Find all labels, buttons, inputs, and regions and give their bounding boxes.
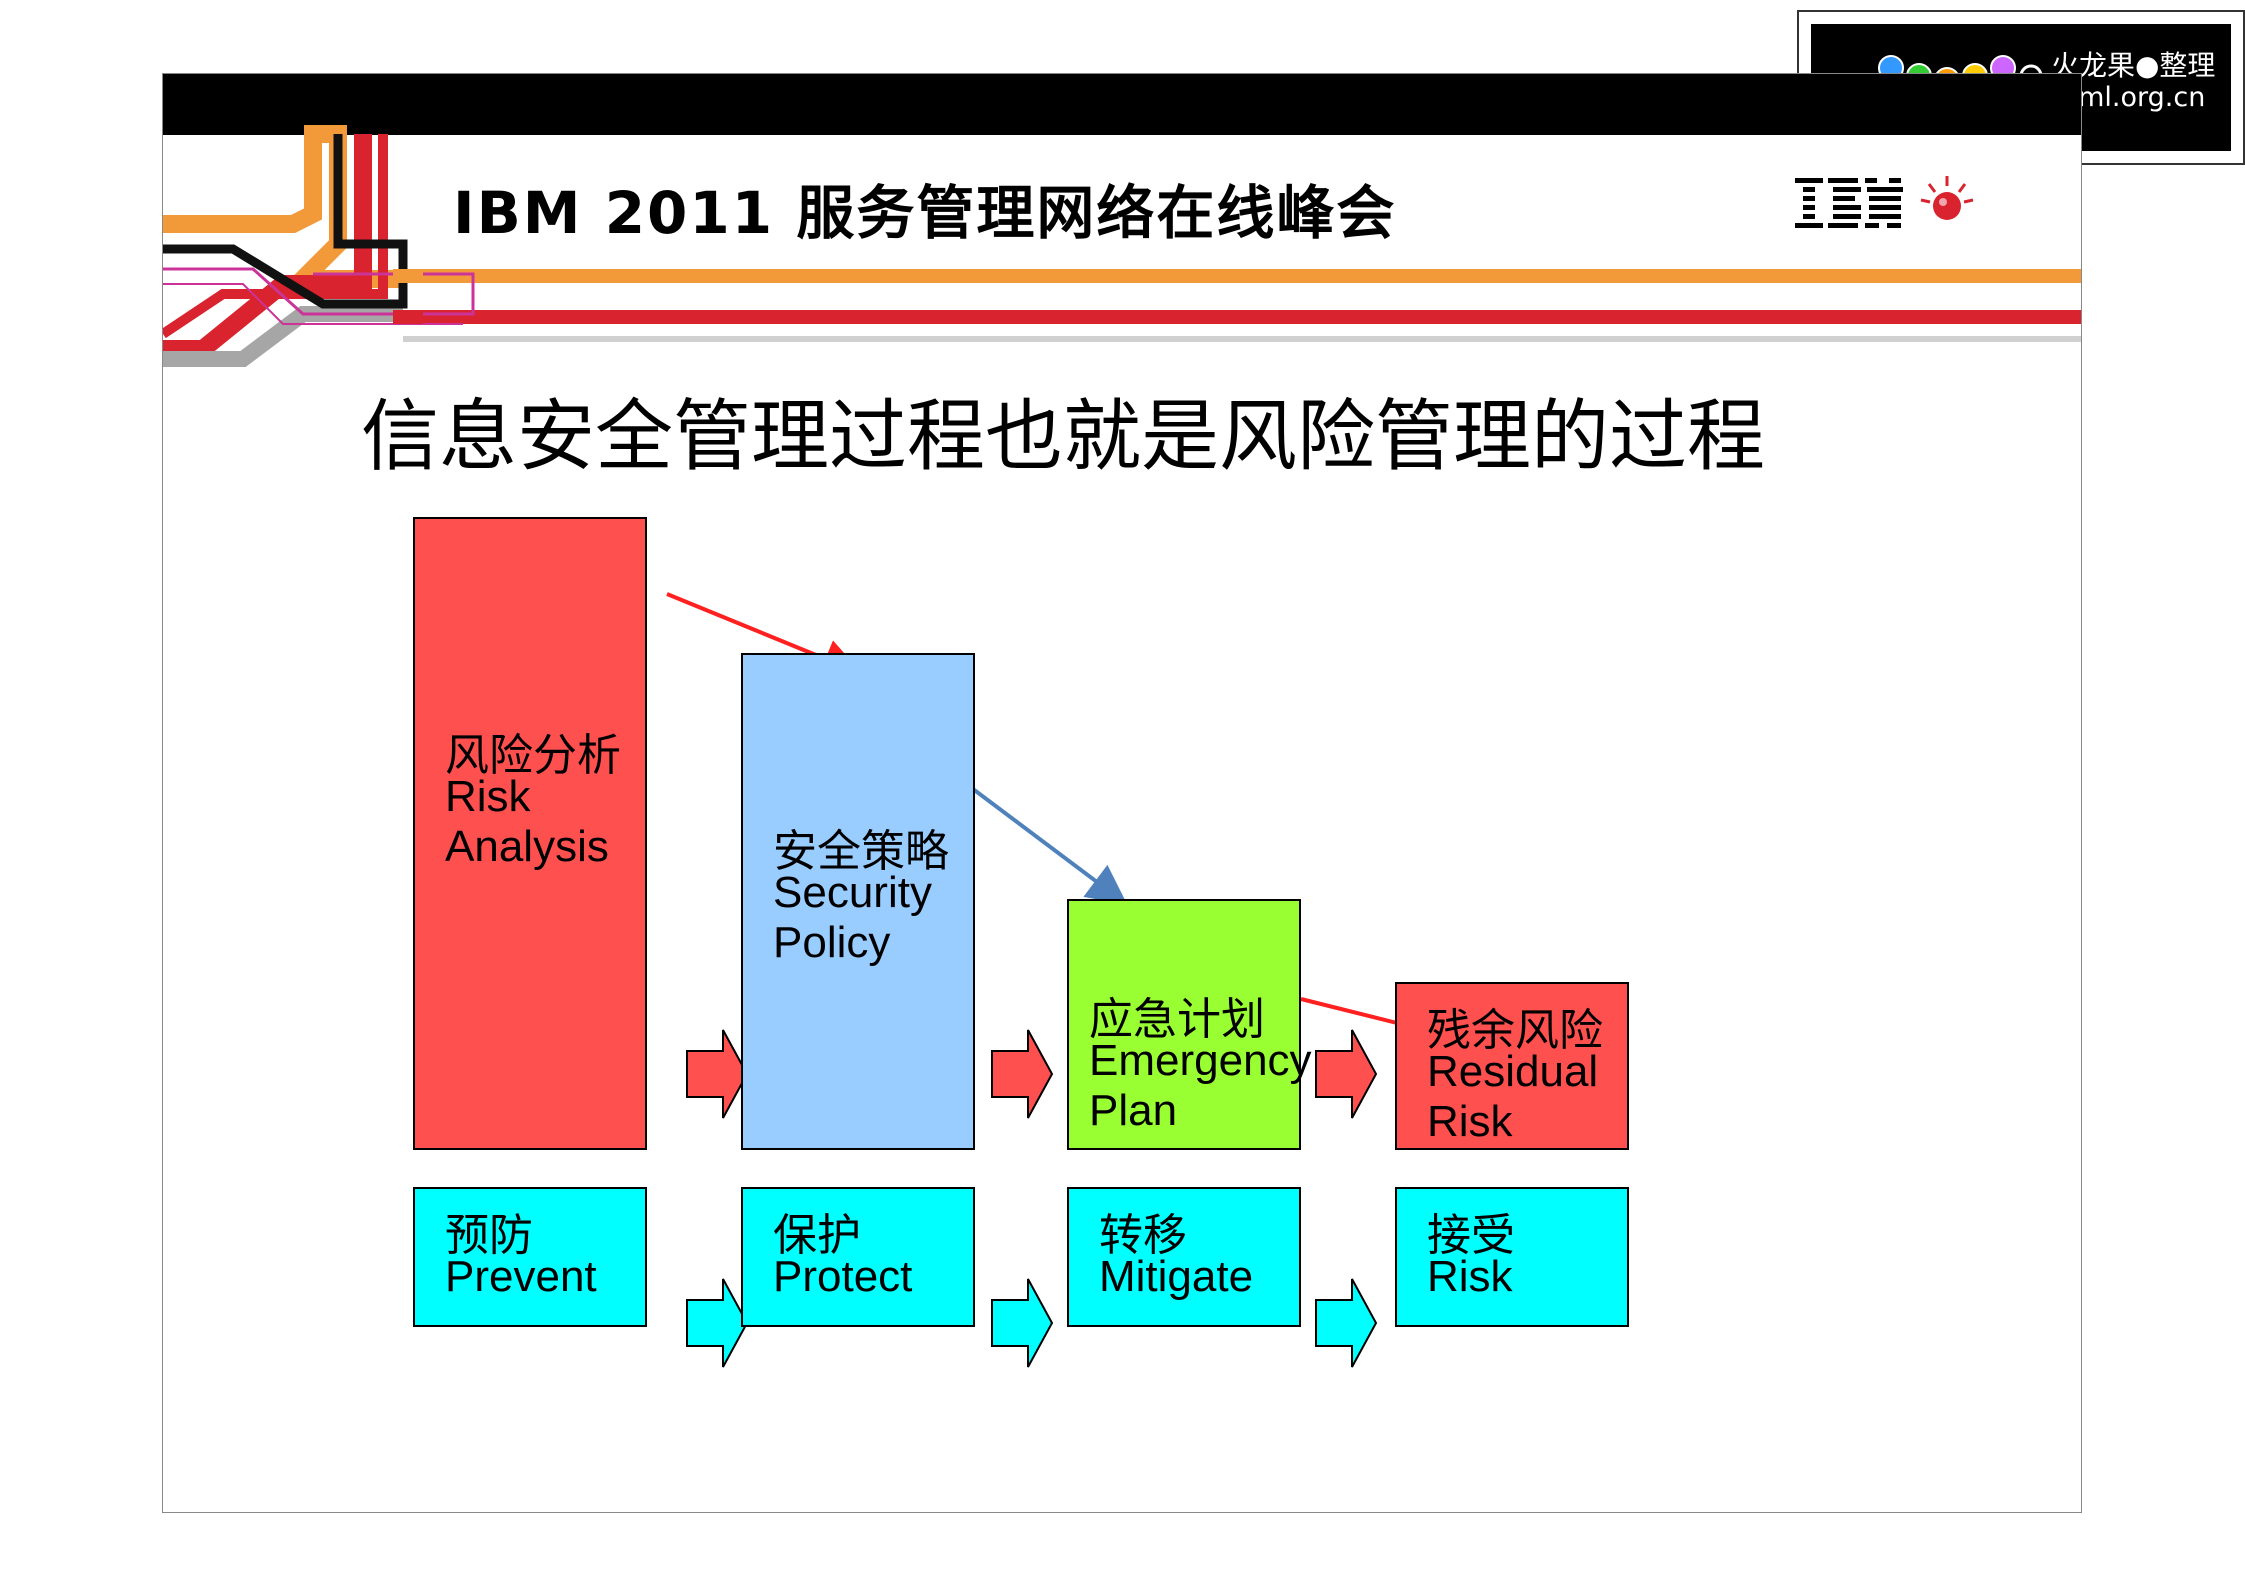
action-box-accept-risk: 接受 Risk xyxy=(1395,1187,1629,1327)
header-stripes-graphic xyxy=(163,125,2081,367)
block-arrow-cyan-2 xyxy=(991,1278,1054,1368)
action-label-en: Protect xyxy=(773,1252,913,1301)
block-arrow-cyan-3 xyxy=(1315,1278,1378,1368)
process-box-risk-analysis: 风险分析 Risk Analysis xyxy=(413,517,647,1150)
process-label-en: Security xyxy=(773,868,932,917)
process-label-en: Plan xyxy=(1089,1086,1178,1135)
process-label-en: Residual xyxy=(1427,1047,1599,1096)
slide-title: 信息安全管理过程也就是风险管理的过程 xyxy=(360,392,1765,482)
connector-policy-to-emergency xyxy=(959,778,1128,905)
action-label-zh: 转移 xyxy=(1099,1210,1187,1261)
action-label-zh: 接受 xyxy=(1427,1210,1515,1261)
process-label-zh: 应急计划 xyxy=(1089,994,1265,1045)
process-box-residual-risk: 残余风险 Residual Risk xyxy=(1395,982,1629,1150)
action-box-prevent: 预防 Prevent xyxy=(413,1187,647,1327)
process-box-emergency-plan: 应急计划 Emergency Plan xyxy=(1067,899,1312,1150)
action-label-en: Prevent xyxy=(445,1252,597,1301)
smarter-planet-icon xyxy=(1920,176,1974,220)
process-label-zh: 安全策略 xyxy=(773,826,949,877)
block-arrow-red-3 xyxy=(1315,1029,1378,1119)
action-box-mitigate: 转移 Mitigate xyxy=(1067,1187,1301,1327)
process-label-en: Policy xyxy=(773,918,891,967)
process-label-en: Risk xyxy=(445,772,531,821)
watermark-text-url: uml.org.cn xyxy=(2061,82,2206,113)
slide: IBM 2011 服务管理网络在线峰会 信息安全管理过程也就是风险管理的过程 xyxy=(162,73,2082,1513)
action-label-zh: 预防 xyxy=(445,1210,533,1261)
ibm-logo-icon xyxy=(1795,178,1903,228)
event-title: IBM 2011 服务管理网络在线峰会 xyxy=(453,179,1397,247)
block-arrow-red-2 xyxy=(991,1029,1054,1119)
process-label-en: Risk xyxy=(1427,1097,1513,1146)
block-arrow-red-1 xyxy=(686,1029,749,1119)
action-label-en: Mitigate xyxy=(1099,1252,1254,1301)
process-label-en: Emergency xyxy=(1089,1036,1312,1085)
diagram-connectors xyxy=(666,592,1501,1368)
process-box-security-policy: 安全策略 Security Policy xyxy=(741,653,975,1150)
block-arrow-cyan-1 xyxy=(686,1278,749,1368)
process-label-zh: 风险分析 xyxy=(445,730,621,781)
action-label-en: Risk xyxy=(1427,1252,1513,1301)
process-label-en: Analysis xyxy=(445,822,609,871)
process-label-zh: 残余风险 xyxy=(1427,1005,1603,1056)
action-label-zh: 保护 xyxy=(773,1210,861,1261)
top-black-bar xyxy=(163,74,2081,135)
action-box-protect: 保护 Protect xyxy=(741,1187,975,1327)
